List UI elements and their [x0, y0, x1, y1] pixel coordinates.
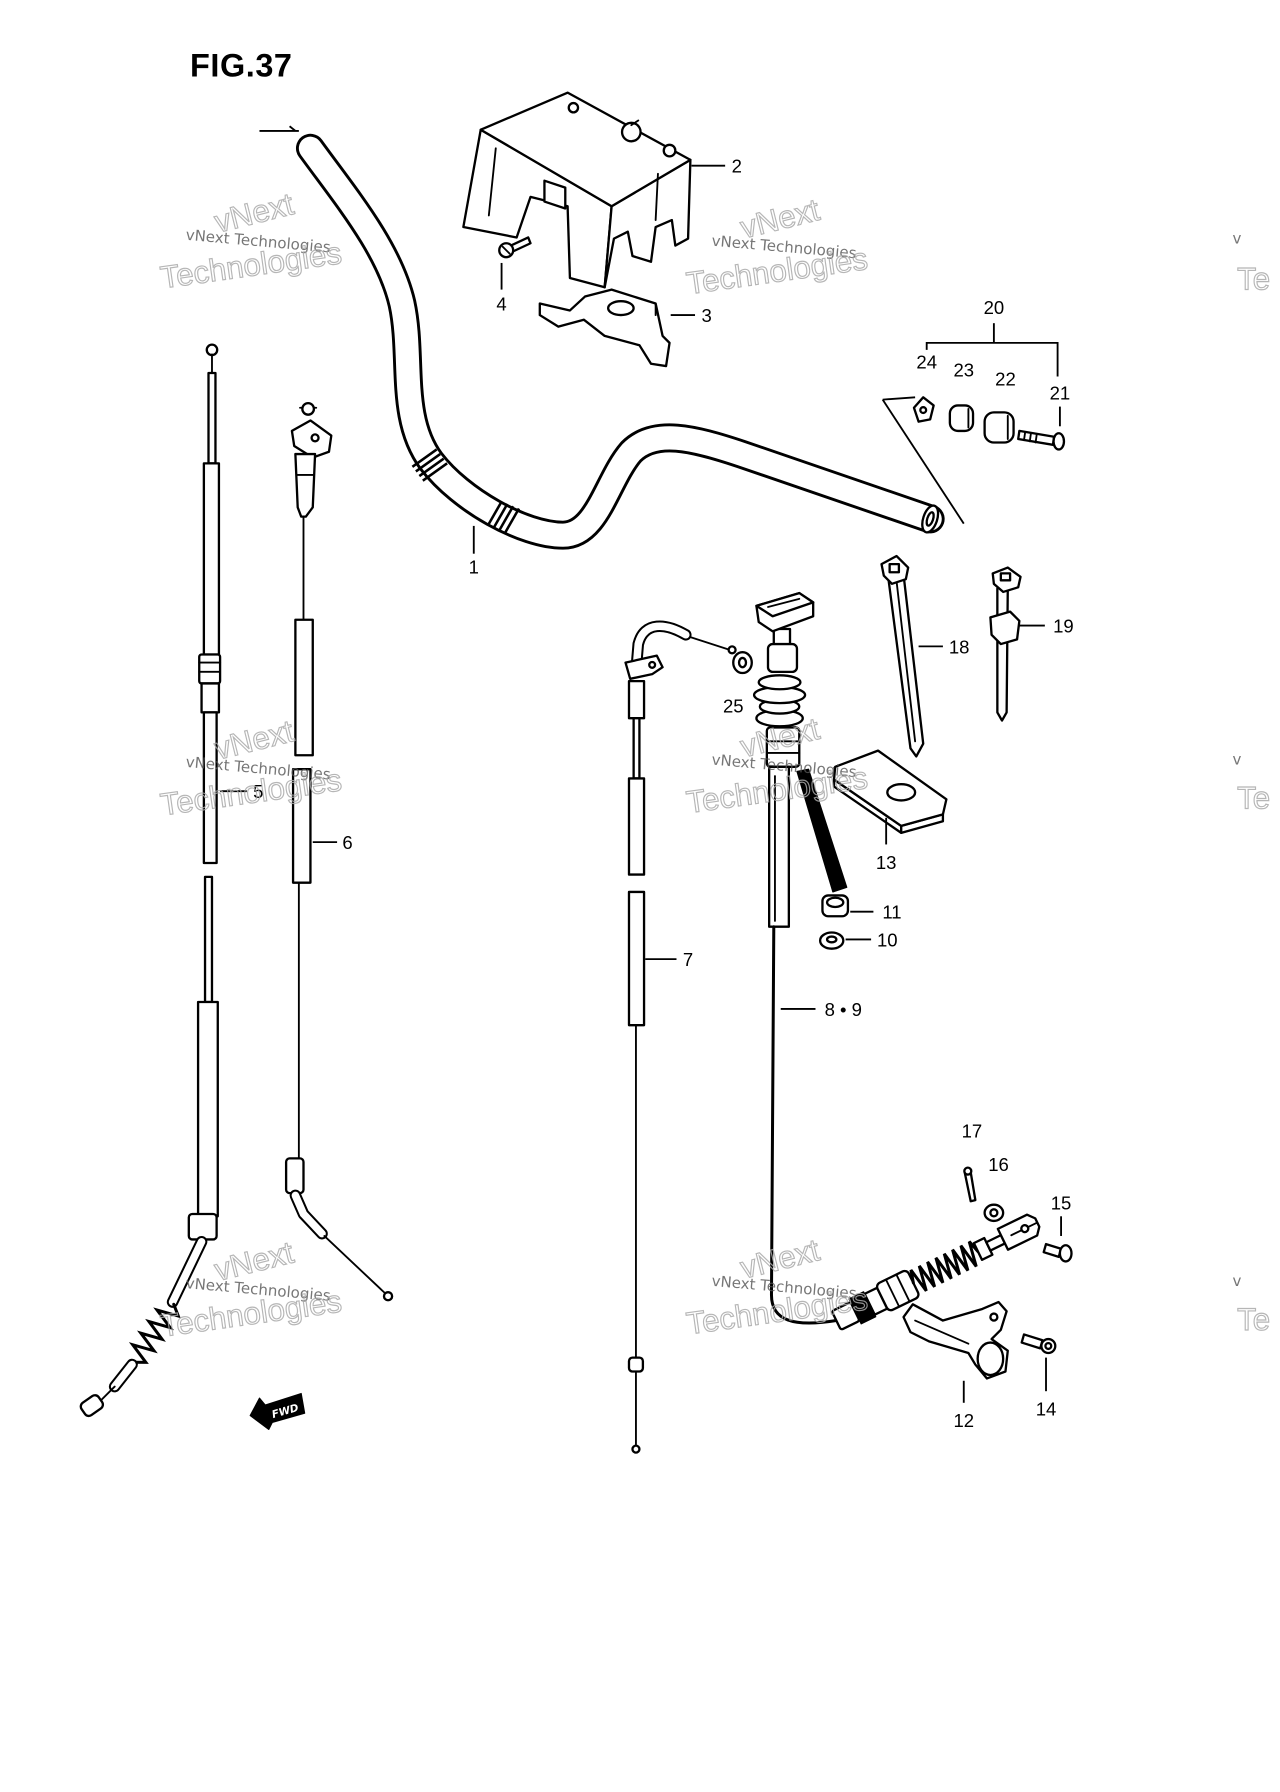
- figure-title: FIG.37: [190, 47, 293, 83]
- callout-10: 10: [845, 929, 898, 950]
- knob: [755, 591, 815, 647]
- callout-label: 14: [1036, 1399, 1057, 1420]
- washer-25: [732, 651, 753, 675]
- callout-6: 6: [312, 832, 353, 853]
- callout-label: 25: [723, 695, 744, 716]
- svg-text:v: v: [1233, 1272, 1242, 1290]
- callout-label: 20: [984, 297, 1005, 318]
- svg-text:Te: Te: [1237, 1302, 1270, 1337]
- cotter-pin-17: [963, 1166, 977, 1203]
- callout-20: 20: [925, 297, 1059, 377]
- callout-label: 1: [469, 556, 479, 577]
- plate-13: [832, 749, 948, 835]
- watermark: vNext vNext Technologies Technologies: [158, 713, 345, 823]
- cable-tie-19: [989, 566, 1022, 722]
- callout-13: 13: [876, 817, 897, 873]
- watermark: vNext vNext Technologies Technologies: [158, 186, 345, 296]
- callout-12: 12: [953, 1380, 974, 1431]
- callout-label: 24: [916, 351, 937, 372]
- callout-label: 10: [877, 929, 898, 950]
- callout-label: 7: [683, 949, 693, 970]
- reference-mark: [259, 125, 299, 132]
- nut-11: [821, 894, 850, 918]
- callout-8-9: 8 • 9: [780, 999, 862, 1020]
- washer-16: [983, 1203, 1005, 1223]
- callout-1: 1: [469, 525, 479, 577]
- callout-18: 18: [918, 636, 970, 657]
- svg-text:Te: Te: [1237, 262, 1270, 297]
- callout-label: 12: [953, 1410, 974, 1431]
- washer-24: [912, 396, 935, 423]
- callout-label: 6: [342, 832, 352, 853]
- callout-label: 13: [876, 852, 897, 873]
- handlebar-lower-holder: [538, 288, 671, 368]
- callout-16: 16: [988, 1154, 1009, 1175]
- watermark: vNext vNext Technologies Technologies: [684, 191, 871, 301]
- callout-14: 14: [1036, 1357, 1057, 1420]
- callout-label: 8 • 9: [825, 999, 862, 1020]
- bolt-14: [1020, 1333, 1057, 1355]
- cable-end-assembly: [831, 1213, 1041, 1331]
- washer-10: [818, 931, 845, 950]
- holder-bolt: [498, 236, 532, 259]
- callout-4: 4: [496, 262, 507, 314]
- weight-23: [948, 404, 975, 433]
- watermark-edge: v Te v Te v Te: [1233, 229, 1271, 1337]
- callout-label: 11: [882, 902, 901, 923]
- callout-24: 24: [916, 351, 937, 372]
- callout-2: 2: [691, 156, 742, 177]
- cable-7: [624, 620, 737, 1454]
- callout-label: 16: [988, 1154, 1009, 1175]
- callout-label: 2: [732, 156, 742, 177]
- bolt-15: [1042, 1242, 1073, 1263]
- callout-21: 21: [1050, 383, 1071, 427]
- callout-label: 23: [953, 359, 974, 380]
- callout-25: 25: [723, 695, 744, 716]
- callout-7: 7: [645, 949, 693, 970]
- callout-5: 5: [220, 781, 263, 802]
- callout-17: 17: [962, 1121, 983, 1142]
- cable-8-9: [752, 591, 1041, 1331]
- svg-text:v: v: [1233, 751, 1242, 769]
- callout-label: 5: [253, 781, 263, 802]
- assembly-guide-lines: [881, 396, 965, 525]
- callout-11: 11: [850, 902, 902, 923]
- fwd-arrow-icon: FWD: [249, 1392, 306, 1431]
- callout-label: 22: [995, 369, 1016, 390]
- callout-19: 19: [1019, 615, 1074, 636]
- handlebar: [295, 133, 945, 550]
- callout-label: 4: [496, 293, 506, 314]
- callout-22: 22: [995, 369, 1016, 390]
- callout-label: 3: [701, 305, 711, 326]
- watermark: vNext vNext Technologies Technologies: [684, 710, 871, 820]
- cable-5: [79, 343, 222, 1418]
- bracket-12: [902, 1300, 1009, 1380]
- callout-label: 17: [962, 1121, 983, 1142]
- bolt-21: [1017, 429, 1066, 451]
- watermark: vNext vNext Technologies Technologies: [158, 1234, 345, 1344]
- cable-tie-18: [880, 554, 925, 758]
- callout-label: 15: [1051, 1192, 1072, 1213]
- callout-15: 15: [1051, 1192, 1072, 1236]
- cable-6: [284, 401, 394, 1302]
- grip-band: [411, 448, 448, 482]
- callout-23: 23: [953, 359, 974, 380]
- callout-label: 19: [1053, 615, 1074, 636]
- svg-text:Te: Te: [1237, 781, 1270, 816]
- callout-label: 18: [949, 636, 970, 657]
- callout-label: 21: [1050, 383, 1071, 404]
- grip-band: [486, 500, 521, 534]
- callout-3: 3: [670, 305, 712, 326]
- weight-22: [983, 411, 1015, 444]
- handlebar-upper-holder: [462, 91, 692, 289]
- svg-text:v: v: [1233, 229, 1242, 247]
